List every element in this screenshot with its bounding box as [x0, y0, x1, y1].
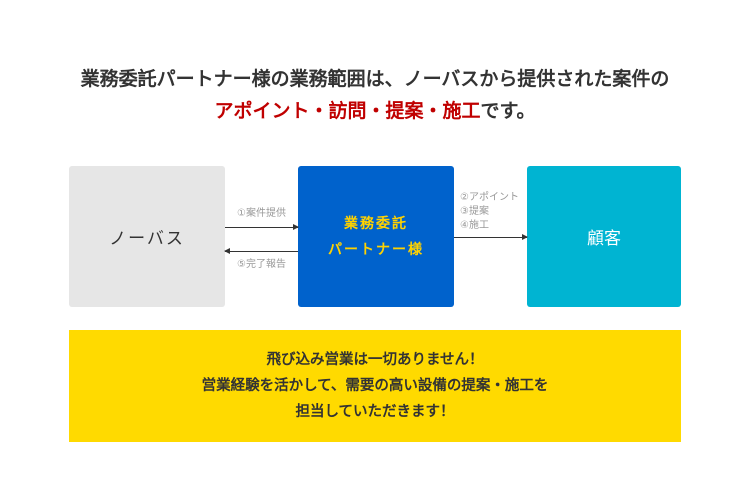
node-customer: 顧客: [527, 166, 681, 307]
node-partner: 業務委託 パートナー様: [298, 166, 454, 307]
edge-label-appointment: ②アポイント: [460, 192, 519, 203]
edge-label-proposal: ③提案: [460, 206, 489, 217]
node-nobus: ノーバス: [69, 166, 225, 307]
edge-label-report: ⑤完了報告: [237, 259, 286, 270]
heading-rest: です。: [480, 100, 536, 122]
partner-line1: 業務委託: [344, 215, 408, 232]
arrow-to-customer: [454, 234, 528, 240]
heading-highlight: アポイント・訪問・提案・施工: [214, 100, 481, 122]
note-line2: 営業経験を活かして、需要の高い設備の提案・施工を: [201, 378, 549, 394]
arrow-case-provide: [225, 224, 299, 230]
heading-line2: アポイント・訪問・提案・施工です。: [0, 96, 750, 123]
note-box: 飛び込み営業は一切ありません！ 営業経験を活かして、需要の高い設備の提案・施工を…: [69, 330, 681, 442]
edge-label-construction: ④施工: [460, 220, 489, 231]
partner-line2: パートナー様: [328, 241, 424, 258]
note-line1: 飛び込み営業は一切ありません！: [266, 352, 484, 368]
arrow-report: [224, 248, 298, 254]
note-line3: 担当していただきます！: [295, 404, 455, 420]
heading-line1: 業務委託パートナー様の業務範囲は、ノーバスから提供された案件の: [80, 68, 670, 90]
edge-label-case: ①案件提供: [237, 208, 286, 219]
